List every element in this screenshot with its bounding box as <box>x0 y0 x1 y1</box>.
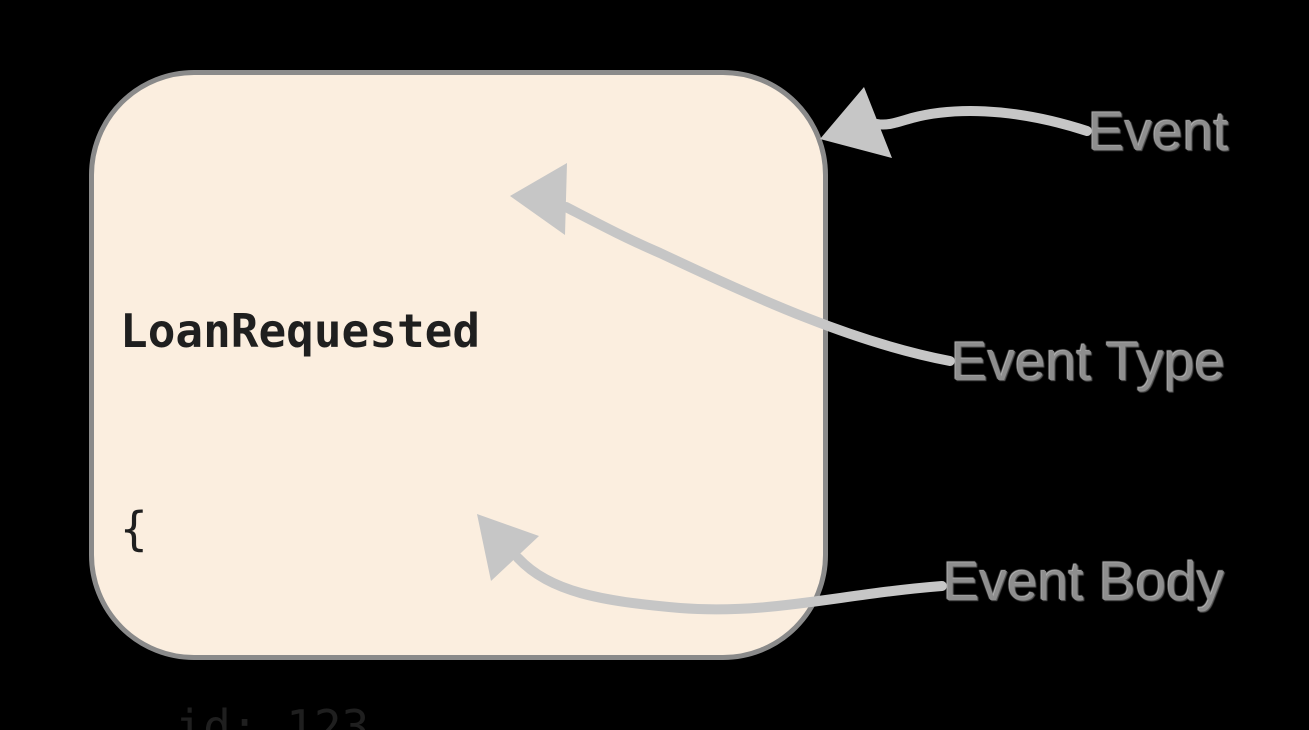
event-body-line: id: 123, <box>120 700 397 730</box>
event-type-label: Event Type <box>951 330 1226 392</box>
event-body-line: { <box>120 502 148 556</box>
event-body-label: Event Body <box>943 550 1225 612</box>
event-label: Event <box>1088 100 1229 162</box>
event-code-block: LoanRequested { id: 123, amount: 100, bo… <box>120 166 757 730</box>
event-arrow-icon <box>820 87 1092 158</box>
event-type-name: LoanRequested <box>120 304 481 358</box>
